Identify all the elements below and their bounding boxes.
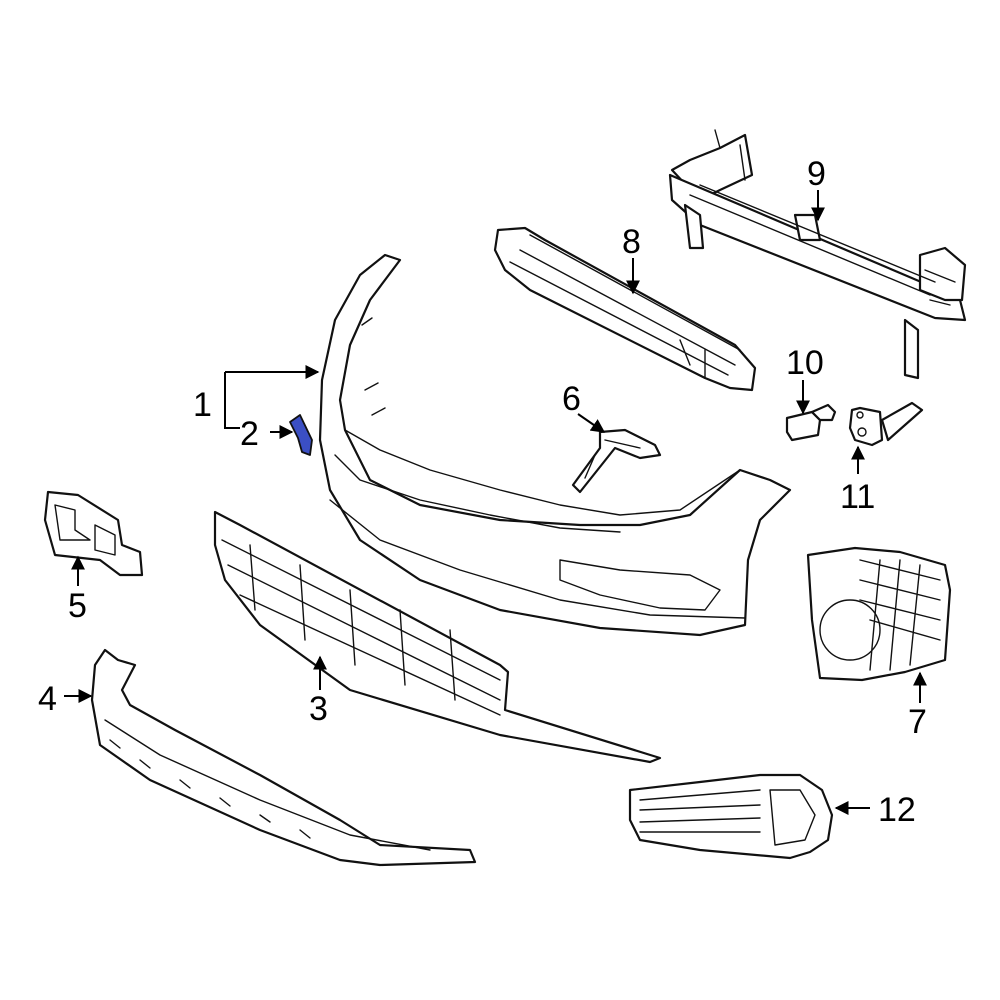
callout-2: 2	[240, 415, 259, 453]
callout-5: 5	[68, 587, 87, 625]
callout-8: 8	[622, 223, 641, 261]
callout-12: 12	[878, 791, 916, 829]
callout-4: 4	[38, 680, 57, 718]
callout-6: 6	[562, 380, 581, 418]
callout-9: 9	[807, 155, 826, 193]
part-3-lower-grille[interactable]	[213, 510, 662, 764]
callout-1: 1	[193, 386, 212, 424]
part-2-bracket[interactable]	[289, 414, 313, 456]
part-9-impact-bar[interactable]	[668, 129, 967, 380]
callout-11: 11	[840, 478, 875, 516]
part-12-fog-trim[interactable]	[628, 773, 834, 860]
part-11-bracket[interactable]	[848, 401, 924, 447]
part-7-side-grille[interactable]	[806, 546, 952, 682]
callout-labels: 1 2 3 4 5 6 7 8 9 10 11 12	[38, 155, 927, 829]
part-6-guide-bracket[interactable]	[571, 428, 662, 494]
callout-10: 10	[786, 344, 824, 382]
part-5-license-bracket[interactable]	[43, 490, 144, 577]
callout-7: 7	[908, 703, 927, 741]
part-1-bumper-cover[interactable]	[318, 253, 792, 637]
callout-3: 3	[309, 690, 328, 728]
part-10-sensor[interactable]	[785, 403, 837, 442]
part-4-lower-deflector[interactable]	[90, 648, 477, 867]
leader-lines	[64, 190, 927, 815]
